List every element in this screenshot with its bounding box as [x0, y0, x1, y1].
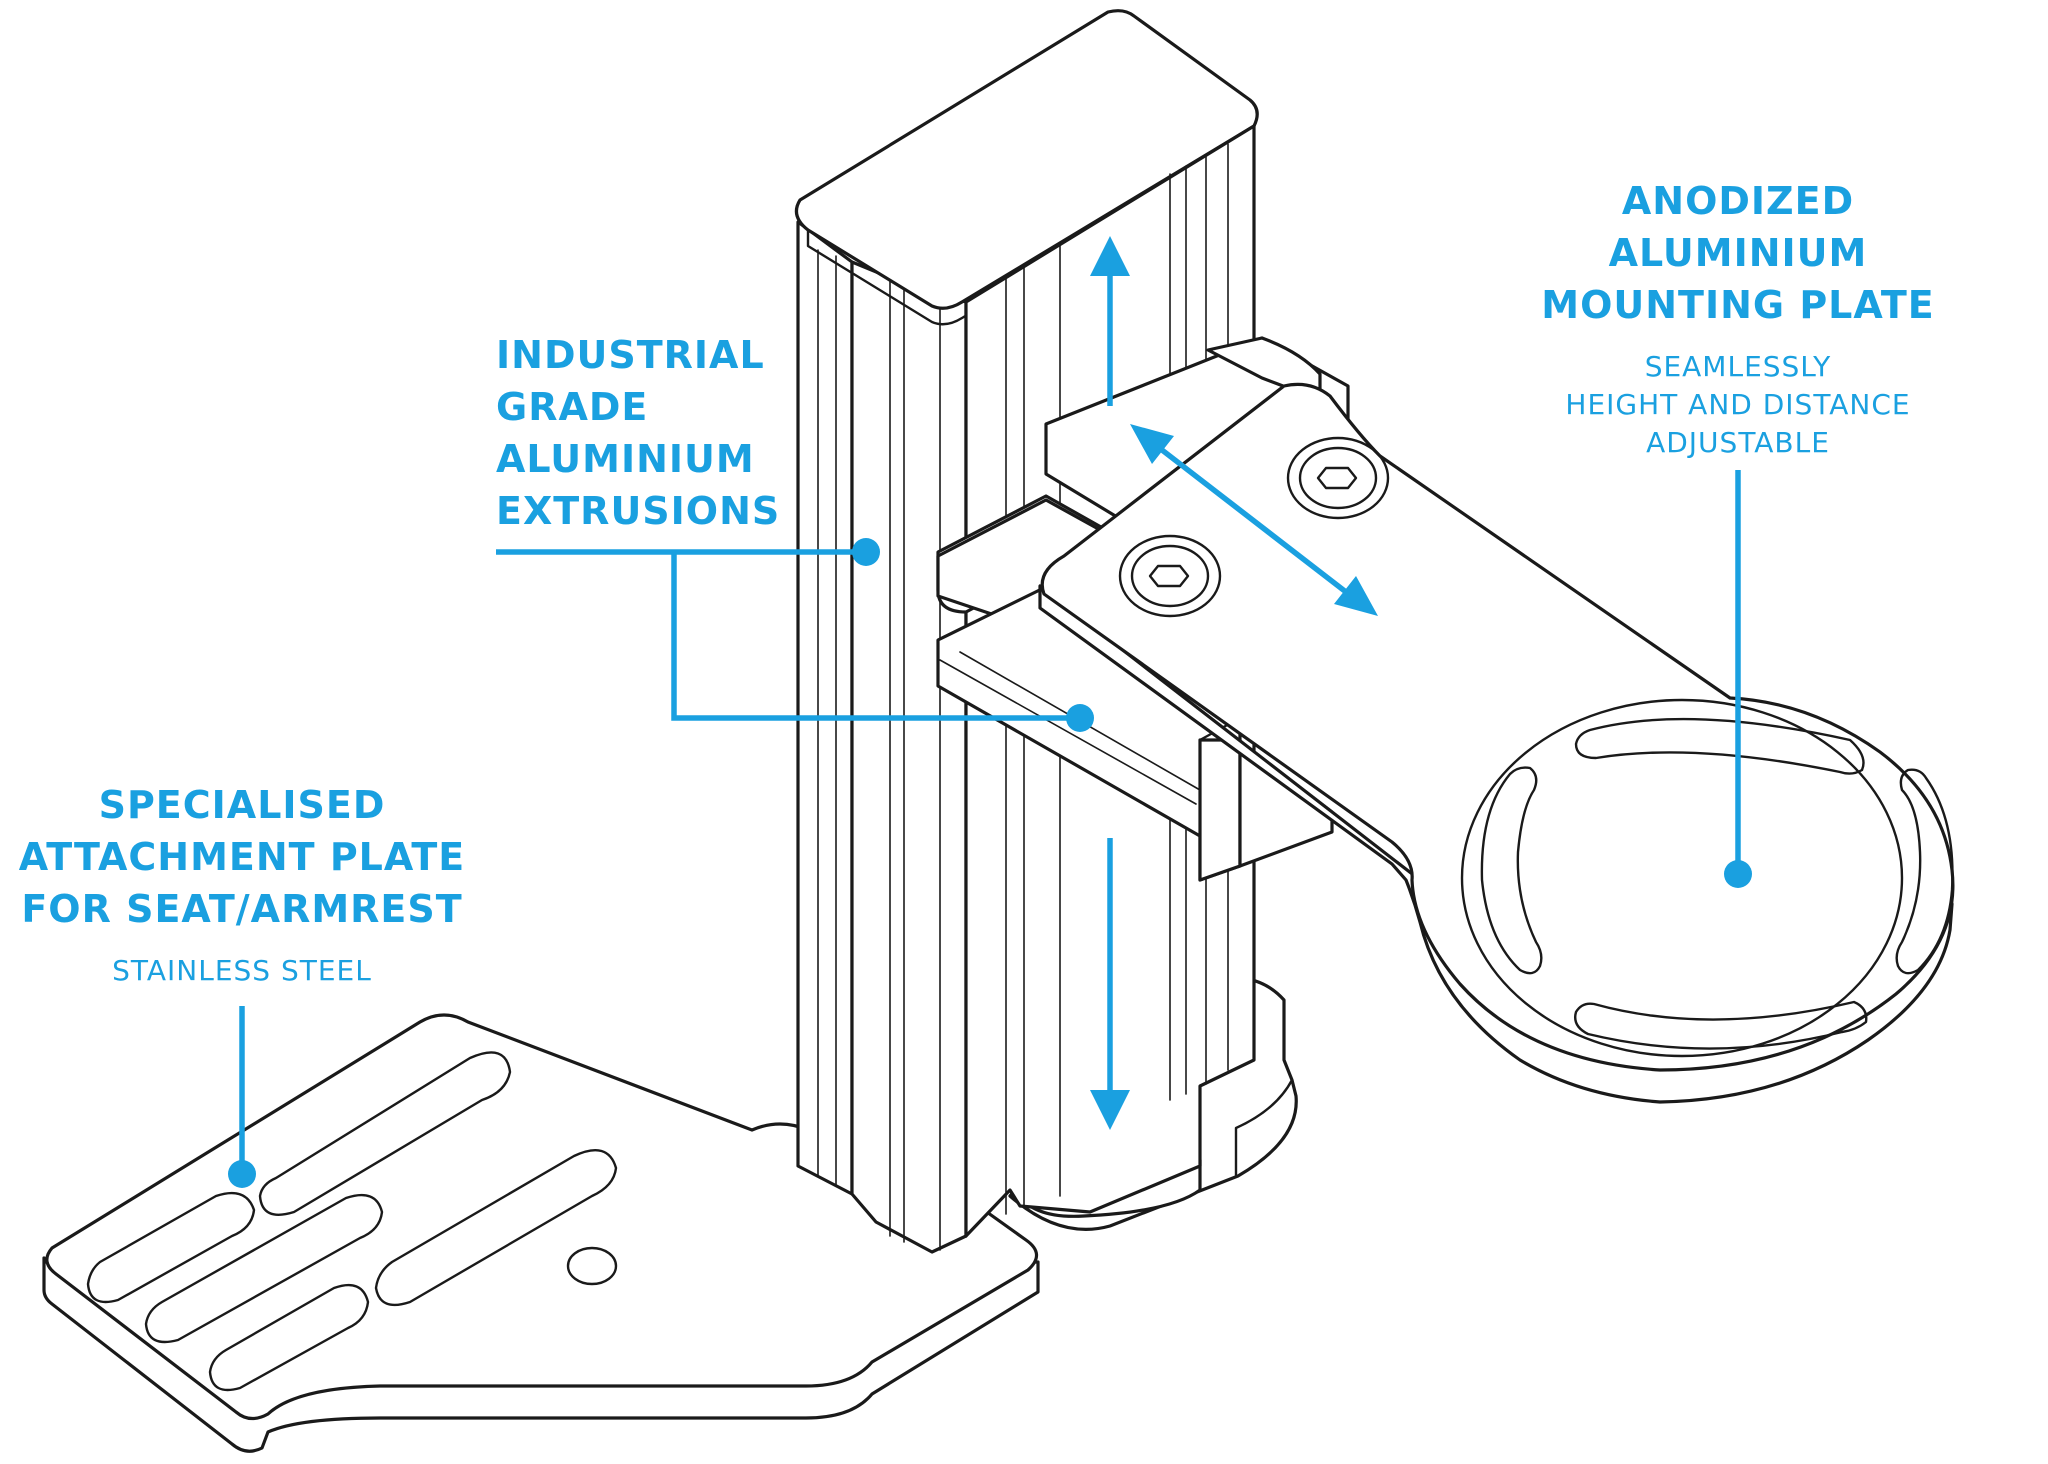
label-extrusions-line-1: INDUSTRIAL — [496, 333, 765, 377]
mounting-slot-top — [1574, 717, 1865, 775]
label-extrusions-line-2: GRADE — [496, 385, 648, 429]
label-mounting-plate-sub-2: HEIGHT AND DISTANCE — [1565, 388, 1910, 421]
label-attachment-plate-line-2: ATTACHMENT PLATE — [19, 835, 465, 879]
label-mounting-plate-sub-3: ADJUSTABLE — [1646, 426, 1830, 459]
leader-dot-extrusion-2 — [1066, 704, 1094, 732]
attachment-slot-3 — [144, 1193, 384, 1344]
label-mounting-plate-line-1: ANODIZED — [1622, 179, 1854, 223]
label-extrusions-line-4: EXTRUSIONS — [496, 489, 780, 533]
mounting-plate-cutout — [1460, 698, 1904, 1058]
attachment-slot-4 — [374, 1148, 618, 1307]
attachment-hole — [566, 1246, 618, 1286]
label-extrusions: INDUSTRIAL GRADE ALUMINIUM EXTRUSIONS — [496, 333, 780, 533]
attachment-slot-5 — [208, 1283, 370, 1392]
mounting-slot-left — [1480, 766, 1543, 975]
label-mounting-plate-sub-1: SEAMLESSLY — [1645, 350, 1832, 383]
label-attachment-plate-line-3: FOR SEAT/ARMREST — [21, 887, 462, 931]
label-attachment-plate-line-1: SPECIALISED — [99, 783, 386, 827]
label-mounting-plate-line-2: ALUMINIUM — [1609, 231, 1868, 275]
mounting-slot-bottom — [1574, 1000, 1868, 1050]
attachment-plate — [42, 1013, 1040, 1453]
label-attachment-plate-sub-1: STAINLESS STEEL — [112, 954, 372, 987]
extrusion-left-face — [796, 220, 854, 1196]
label-attachment-plate: SPECIALISED ATTACHMENT PLATE FOR SEAT/AR… — [19, 783, 465, 987]
label-mounting-plate: ANODIZED ALUMINIUM MOUNTING PLATE SEAMLE… — [1541, 179, 1934, 459]
leader-dot-mounting-plate — [1724, 860, 1752, 888]
arrow-down — [1090, 838, 1130, 1130]
attachment-plate-top — [45, 1013, 1039, 1421]
callout-lines — [228, 470, 1752, 1188]
vertical-extrusion — [794, 9, 1259, 1254]
extrusion-front-face — [850, 260, 968, 1254]
arrow-up — [1090, 236, 1130, 406]
arrow-diagonal — [1130, 424, 1378, 616]
leader-dot-attachment-plate — [228, 1160, 256, 1188]
mounting-plate-top — [1040, 382, 1955, 1072]
mounting-slot-right — [1895, 768, 1954, 975]
leader-dot-extrusion-1 — [852, 538, 880, 566]
attachment-slot-1 — [258, 1051, 512, 1216]
leader-extrusions-2 — [671, 552, 1080, 721]
adjustment-arrows — [1090, 236, 1378, 1130]
mounting-plate — [1038, 382, 1955, 1104]
label-mounting-plate-line-3: MOUNTING PLATE — [1541, 283, 1934, 327]
attachment-slot-2 — [86, 1191, 256, 1304]
label-extrusions-line-3: ALUMINIUM — [496, 437, 755, 481]
hex-screw-1 — [1118, 534, 1222, 618]
hex-screw-2 — [1286, 436, 1390, 520]
